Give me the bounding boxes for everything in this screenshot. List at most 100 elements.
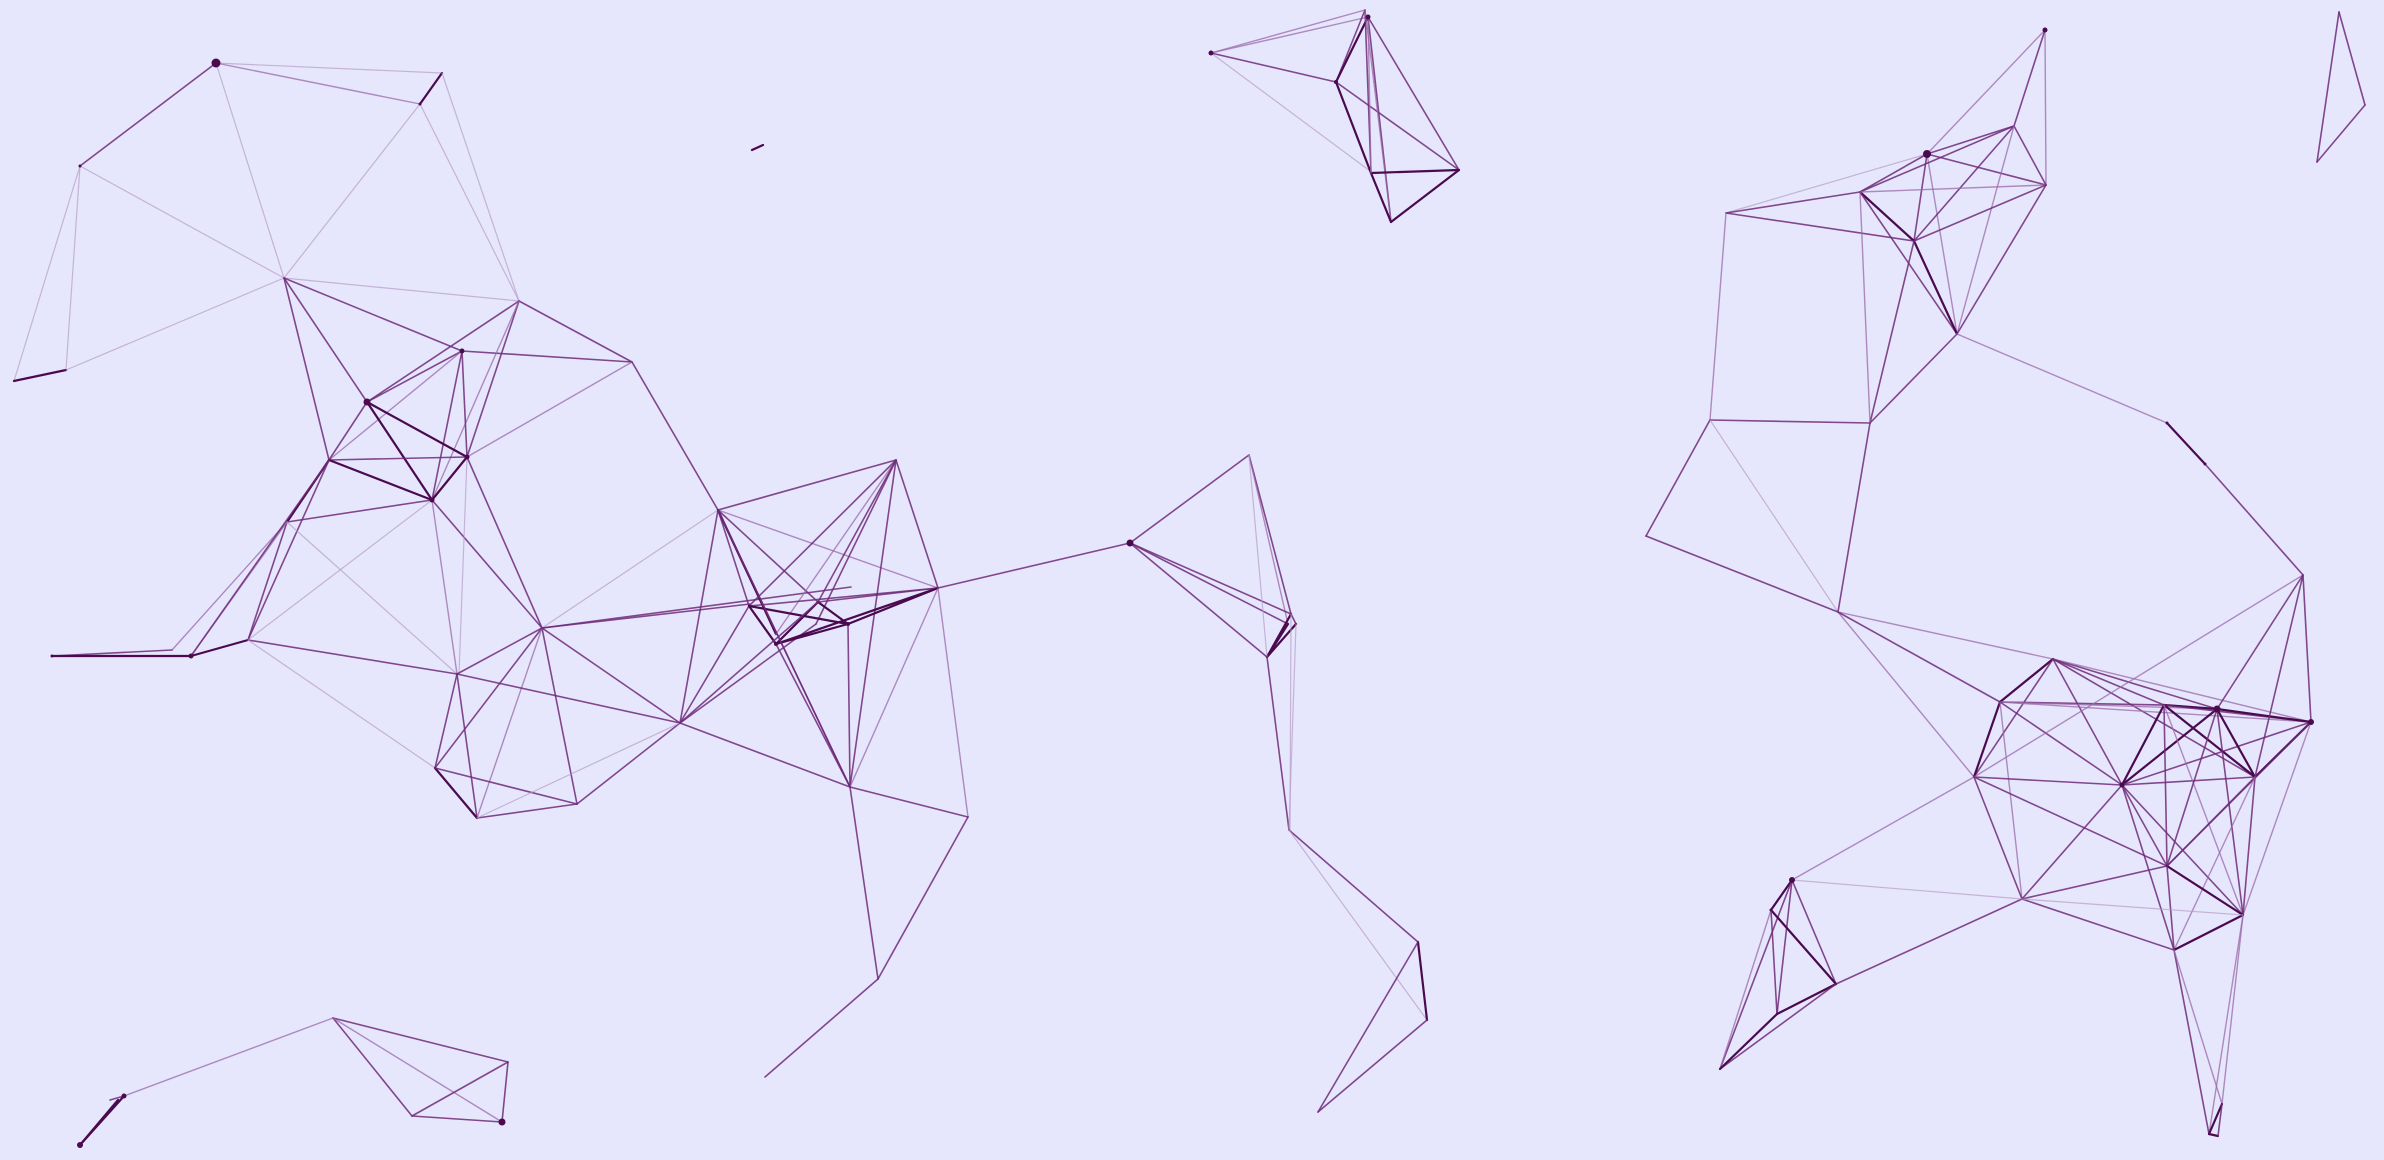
graph-node: [1126, 539, 1134, 547]
graph-node: [1208, 50, 1214, 56]
graph-edge: [2163, 704, 2168, 867]
graph-edge: [1725, 191, 1861, 214]
graph-edge: [1266, 656, 1290, 831]
graph-edge: [1956, 184, 2047, 335]
graph-edge: [247, 521, 288, 641]
graph-edge: [1645, 419, 1711, 537]
graph-edge: [576, 722, 681, 805]
graph-node: [77, 1142, 83, 1148]
graph-edge: [1317, 1019, 1428, 1113]
graph-edge: [2021, 865, 2168, 900]
graph-edge: [1718, 1012, 1779, 1071]
graph-edge: [2021, 898, 2244, 916]
graph-edge: [286, 499, 433, 523]
graph-edge: [456, 673, 681, 724]
graph-edge: [717, 509, 851, 788]
graph-edge: [2121, 776, 2256, 786]
graph-edge: [2217, 1103, 2223, 1137]
graph-edge: [1129, 454, 1250, 544]
graph-edge: [1835, 898, 2023, 985]
graph-edge: [456, 673, 478, 819]
graph-edge: [2163, 704, 2244, 916]
graph-edge: [461, 350, 468, 458]
graph-edge: [2242, 721, 2312, 916]
graph-edge: [215, 62, 443, 74]
graph-edge: [1926, 125, 2015, 155]
graph-node: [459, 348, 465, 354]
graph-edge: [418, 71, 444, 106]
graph-edge: [2120, 703, 2166, 787]
graph-edge: [2021, 784, 2123, 900]
graph-edge: [1334, 80, 1373, 175]
graph-node: [2203, 462, 2207, 466]
nodes-layer: [50, 14, 2314, 1148]
graph-node: [211, 58, 221, 68]
graph-edge: [541, 509, 719, 629]
graph-edge: [1210, 9, 1366, 54]
graph-edge: [65, 165, 81, 371]
graph-edge: [1725, 153, 1928, 214]
graph-node: [1789, 877, 1795, 883]
graph-edge: [877, 816, 969, 980]
graph-node: [1769, 908, 1773, 912]
graph-edge: [847, 623, 851, 788]
graph-edge: [541, 627, 578, 805]
graph-edge: [466, 300, 520, 458]
graph-edge: [817, 587, 939, 603]
graph-edge: [1859, 125, 2015, 193]
graph-edge: [2173, 949, 2210, 1135]
graph-edge: [1367, 16, 1460, 171]
graph-edge: [816, 600, 850, 626]
graph-edge: [1709, 212, 1727, 421]
graph-edge: [774, 586, 940, 646]
graph-node: [1923, 150, 1931, 158]
graph-edge: [1248, 454, 1292, 615]
graph-edge: [1926, 29, 2046, 155]
graph-edge: [461, 350, 633, 363]
graph-edge: [1290, 613, 1297, 625]
graph-edge: [2215, 707, 2257, 779]
graph-edge: [1973, 776, 2023, 900]
graph-edge: [1859, 184, 2047, 193]
graph-edge: [171, 521, 288, 651]
graph-edge: [764, 978, 879, 1078]
graph-edge: [327, 458, 434, 502]
graph-edge: [1288, 829, 1419, 943]
graph-edge: [1999, 701, 2123, 786]
graph-edge: [431, 350, 463, 501]
graph-edge: [775, 643, 851, 788]
graph-edge: [2166, 708, 2218, 867]
graph-node: [363, 398, 371, 406]
graph-edge: [1369, 168, 1461, 175]
graph-edge: [2338, 11, 2366, 106]
graph-edge: [541, 586, 852, 629]
graph-edge: [2165, 421, 2207, 466]
graph-node: [78, 164, 82, 168]
graph-edge: [849, 587, 939, 788]
graph-edge: [283, 277, 330, 461]
graph-edge: [2242, 776, 2256, 916]
graph-edge: [283, 277, 520, 302]
graph-edge: [1926, 153, 2047, 186]
graph-edge: [2162, 703, 2257, 779]
graph-edge: [1775, 982, 1838, 1016]
graph-edge: [846, 586, 940, 626]
graph-edge: [434, 627, 543, 769]
graph-edge: [2172, 913, 2245, 952]
graph-edge: [433, 766, 479, 820]
graph-edge: [518, 300, 633, 363]
graph-edge: [79, 62, 217, 167]
graph-edge: [1913, 153, 1928, 242]
graph-edge: [1129, 542, 1292, 615]
graph-edge: [1725, 212, 1915, 242]
graph-edge: [849, 786, 969, 818]
graph-edge: [679, 601, 819, 724]
graph-node: [121, 1093, 127, 1099]
graph-edge: [1776, 879, 1793, 1015]
graph-edge: [2120, 707, 2219, 787]
graph-edge: [2052, 658, 2312, 723]
graph-edge: [1389, 168, 1461, 224]
graph-edge: [1973, 574, 2304, 778]
graph-edge: [2221, 914, 2244, 1105]
graph-edge: [2173, 949, 2223, 1105]
